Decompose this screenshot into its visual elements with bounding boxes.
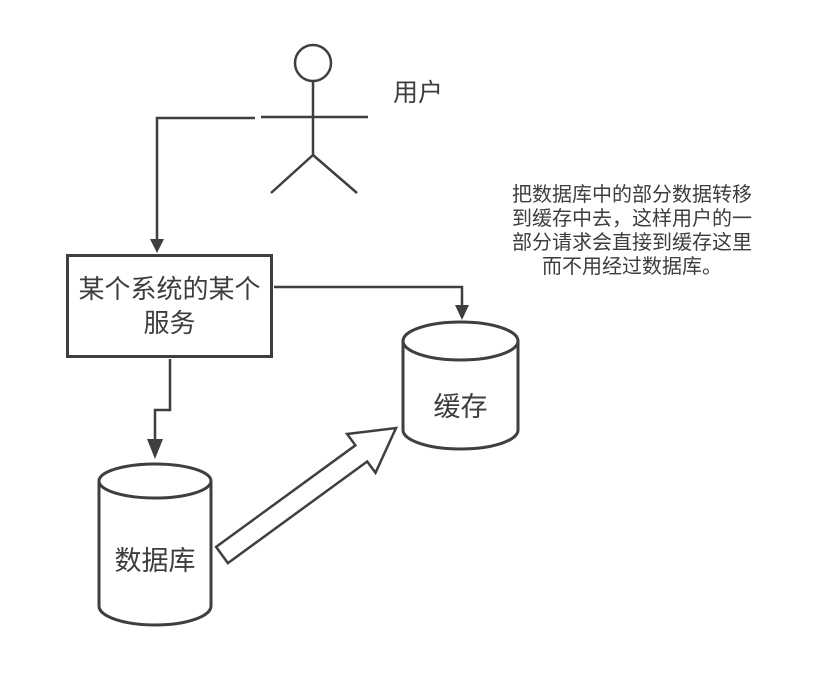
arrowhead-down-icon <box>455 305 469 320</box>
annotation-line: 把数据库中的部分数据转移 <box>512 184 752 206</box>
annotation-line: 部分请求会直接到缓存这里 <box>512 232 752 254</box>
service-to-cache-arrow <box>274 285 469 320</box>
service-box: 某个系统的某个 服务 <box>66 254 273 358</box>
service-to-database-arrow <box>147 359 172 459</box>
cache-label: 缓存 <box>433 392 488 422</box>
user-actor-icon <box>261 43 368 194</box>
database-to-cache-block-arrow <box>214 426 399 565</box>
arrowhead-down-icon <box>147 439 163 459</box>
annotation-line: 而不用经过数据库。 <box>542 256 722 278</box>
database-label: 数据库 <box>114 546 196 576</box>
user-label: 用户 <box>393 79 444 107</box>
cache-cylinder-icon <box>401 320 520 451</box>
annotation-line: 到缓存中去，这样用户的一 <box>512 208 752 230</box>
service-box-label-line2: 服务 <box>143 308 196 338</box>
annotation-text: 把数据库中的部分数据转移 到缓存中去，这样用户的一 部分请求会直接到缓存这里 而… <box>498 183 766 279</box>
arrowhead-down-icon <box>150 239 164 253</box>
user-to-service-arrow <box>150 116 255 253</box>
database-cylinder-icon <box>97 462 213 627</box>
service-box-label-line1: 某个系统的某个 <box>78 274 261 304</box>
